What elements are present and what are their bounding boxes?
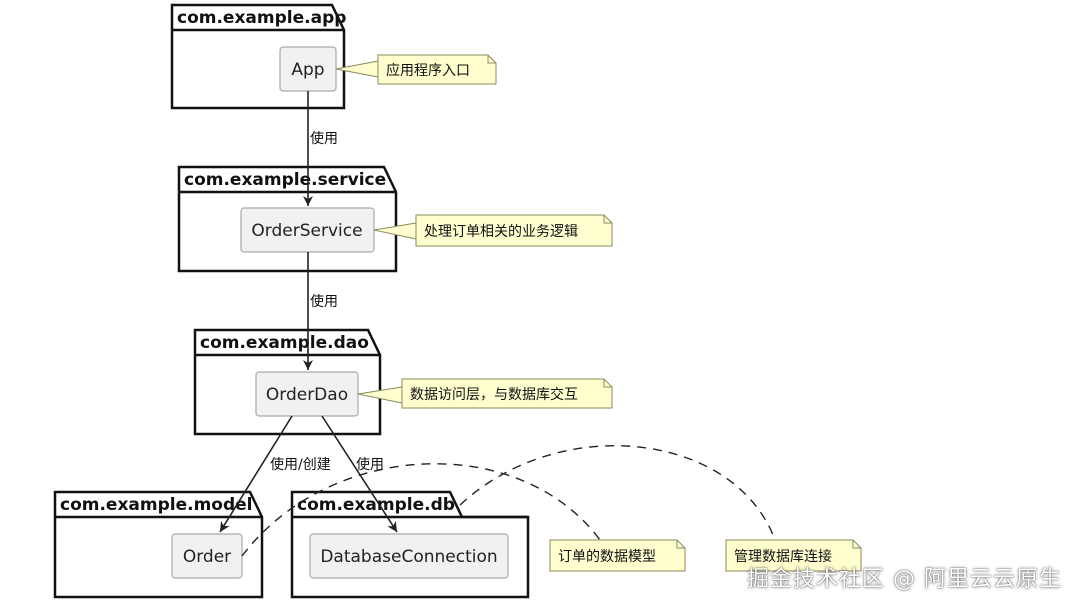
note-service-text: 处理订单相关的业务逻辑 bbox=[424, 224, 578, 240]
package-db: com.example.db bbox=[290, 490, 530, 599]
class-order-service[interactable]: OrderService bbox=[240, 207, 375, 253]
class-database-connection[interactable]: DatabaseConnection bbox=[309, 533, 509, 579]
class-database-connection-label: DatabaseConnection bbox=[320, 547, 497, 567]
note-db: 管理数据库连接 bbox=[459, 445, 862, 572]
class-order-dao[interactable]: OrderDao bbox=[255, 371, 359, 417]
class-app-label: App bbox=[291, 60, 324, 80]
edge-dao-db-label: 使用 bbox=[356, 456, 384, 473]
package-model-title: com.example.model bbox=[60, 495, 253, 515]
package-service-title: com.example.service bbox=[184, 170, 386, 190]
package-model: com.example.model bbox=[53, 490, 264, 599]
edge-service-dao-label: 使用 bbox=[310, 293, 338, 310]
edge-dao-db: 使用 bbox=[321, 415, 398, 533]
note-db-text: 管理数据库连接 bbox=[734, 548, 832, 565]
note-dao-text: 数据访问层，与数据库交互 bbox=[410, 386, 578, 403]
class-app[interactable]: App bbox=[279, 46, 337, 92]
class-order-dao-label: OrderDao bbox=[266, 385, 348, 405]
edge-service-dao: 使用 bbox=[303, 252, 338, 370]
note-order-text: 订单的数据模型 bbox=[558, 549, 656, 565]
package-dao-title: com.example.dao bbox=[200, 333, 369, 353]
note-app: 应用程序入口 bbox=[335, 54, 497, 85]
watermark-text: 掘金技术社区 @ 阿里云云原生 bbox=[747, 567, 1062, 592]
note-order: 订单的数据模型 bbox=[241, 463, 686, 572]
edge-app-service-label: 使用 bbox=[310, 130, 338, 147]
class-order-label: Order bbox=[183, 547, 231, 567]
edge-dao-order: 使用/创建 bbox=[219, 415, 331, 533]
note-service: 处理订单相关的业务逻辑 bbox=[373, 214, 613, 247]
note-app-text: 应用程序入口 bbox=[386, 62, 470, 79]
class-order-service-label: OrderService bbox=[251, 221, 362, 241]
class-order[interactable]: Order bbox=[171, 533, 243, 579]
package-db-title: com.example.db bbox=[297, 495, 455, 515]
edge-app-service: 使用 bbox=[303, 91, 338, 206]
package-app-title: com.example.app bbox=[177, 8, 346, 28]
edge-dao-order-label: 使用/创建 bbox=[270, 456, 331, 473]
note-dao: 数据访问层，与数据库交互 bbox=[357, 378, 613, 409]
